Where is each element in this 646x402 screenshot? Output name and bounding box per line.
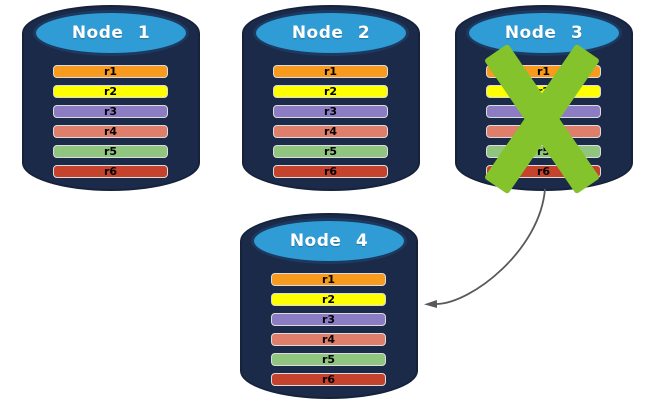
node-2: r1 r2 r3 r4 r5 r6 Node 2 [242, 5, 420, 191]
row-label: r5 [323, 145, 338, 158]
node-1: r1 r2 r3 r4 r5 r6 Node 1 [22, 5, 200, 191]
node-4-label: Node 4 [289, 231, 369, 251]
failover-arrow-path [424, 188, 546, 308]
node-1-label: Node 1 [71, 23, 151, 43]
failure-x-icon [483, 43, 601, 195]
node-2-header: Node 2 [253, 10, 409, 56]
node-1-row-r4: r4 [53, 125, 168, 138]
node-4-row-r1: r1 [271, 273, 386, 286]
node-4-header: Node 4 [251, 218, 407, 264]
node-2-label: Node 2 [291, 23, 371, 43]
row-label: r5 [321, 353, 336, 366]
row-label: r1 [323, 65, 338, 78]
row-label: r6 [323, 165, 338, 178]
row-label: r2 [323, 85, 338, 98]
row-label: r5 [103, 145, 118, 158]
row-label: r5 [536, 145, 551, 158]
node-4: r1 r2 r3 r4 r5 r6 Node 4 [240, 213, 418, 399]
node-2-row-r3: r3 [273, 105, 388, 118]
node-2-row-r1: r1 [273, 65, 388, 78]
row-label: r4 [323, 125, 338, 138]
node-1-row-r5: r5 [53, 145, 168, 158]
row-label: r4 [321, 333, 336, 346]
row-label: r2 [103, 85, 118, 98]
node-4-row-r2: r2 [271, 293, 386, 306]
node-4-row-r5: r5 [271, 353, 386, 366]
node-1-row-r6: r6 [53, 165, 168, 178]
row-label: r1 [103, 65, 118, 78]
row-label: r3 [321, 313, 336, 326]
row-label: r3 [103, 105, 118, 118]
node-3-label: Node 3 [504, 23, 584, 43]
node-4-rows: r1 r2 r3 r4 r5 r6 [271, 273, 386, 393]
row-label: r4 [103, 125, 118, 138]
node-1-header: Node 1 [33, 10, 189, 56]
node-3-header: Node 3 [466, 10, 622, 56]
node-2-rows: r1 r2 r3 r4 r5 r6 [273, 65, 388, 185]
node-2-row-r5: r5 [273, 145, 388, 158]
node-1-row-r3: r3 [53, 105, 168, 118]
node-2-row-r2: r2 [273, 85, 388, 98]
node-4-row-r6: r6 [271, 373, 386, 386]
node-1-rows: r1 r2 r3 r4 r5 r6 [53, 65, 168, 185]
row-label: r6 [536, 165, 551, 178]
row-label: r6 [103, 165, 118, 178]
node-4-row-r3: r3 [271, 313, 386, 326]
node-2-row-r4: r4 [273, 125, 388, 138]
node-4-row-r4: r4 [271, 333, 386, 346]
row-label: r1 [321, 273, 336, 286]
row-label: r2 [321, 293, 336, 306]
row-label: r1 [536, 65, 551, 78]
node-1-row-r2: r2 [53, 85, 168, 98]
node-2-row-r6: r6 [273, 165, 388, 178]
row-label: r6 [321, 373, 336, 386]
node-1-row-r1: r1 [53, 65, 168, 78]
row-label: r3 [323, 105, 338, 118]
